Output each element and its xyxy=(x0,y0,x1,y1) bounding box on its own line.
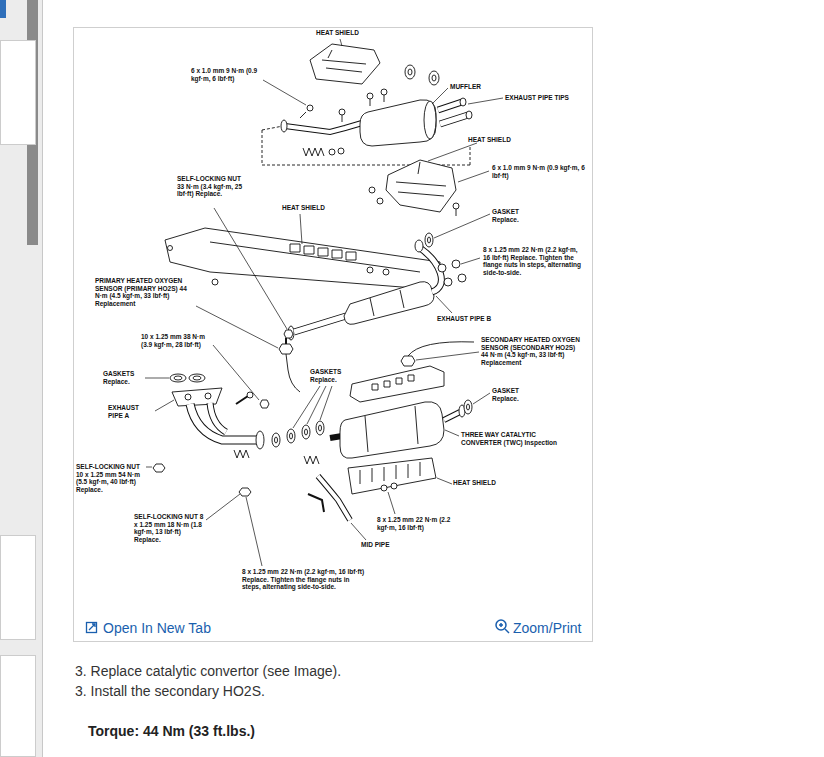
part-name: GASKETS Replace. xyxy=(103,370,143,385)
sidebar-tab xyxy=(0,0,6,18)
torque-note: Torque: 44 Nm (33 ft.lbs.) xyxy=(88,723,255,740)
side-panel xyxy=(1,536,36,640)
torque-spec: SELF-LOCKING NUT 10 x 1.25 mm 54 N·m (5.… xyxy=(76,463,144,493)
side-panel xyxy=(1,656,36,757)
instruction-step: 3. Replace catalytic convertor (see Imag… xyxy=(75,663,341,680)
part-name: PRIMARY HEATED OXYGEN SENSOR (PRIMARY HO… xyxy=(95,277,195,307)
part-name: HEAT SHIELD xyxy=(282,204,325,212)
link-button: Open In New Tab xyxy=(103,620,211,636)
open-tab-icon xyxy=(87,623,97,633)
zoom-icon xyxy=(496,620,509,633)
torque-spec: 6 x 1.0 mm 9 N·m (0.9 kgf·m, 6 lbf·ft) xyxy=(492,164,590,179)
part-name: HEAT SHIELD xyxy=(453,479,496,487)
part-name: THREE WAY CATALYTIC CONVERTER (TWC) Insp… xyxy=(461,431,561,446)
link-button: Zoom/Print xyxy=(513,620,581,636)
torque-spec: 8 x 1.25 mm 22 N·m (2.2 kgf·m, 16 lbf·ft… xyxy=(242,568,367,591)
part-name: EXHAUST PIPE A xyxy=(108,404,153,419)
part-name: GASKET Replace. xyxy=(492,208,528,223)
torque-spec: 8 x 1.25 mm 22 N·m (2.2 kgf·m, 16 lbf·ft… xyxy=(483,246,585,276)
part-name: HEAT SHIELD xyxy=(316,29,359,37)
torque-spec: SELF-LOCKING NUT 33 N·m (3.4 kgf·m, 25 l… xyxy=(177,175,243,198)
sidebar xyxy=(0,0,42,757)
part-name: MUFFLER xyxy=(450,83,481,91)
torque-spec: 10 x 1.25 mm 38 N·m (3.9 kgf·m, 28 lbf·f… xyxy=(141,333,211,348)
part-name: MID PIPE xyxy=(361,541,390,549)
side-panel xyxy=(1,41,36,145)
part-name: GASKET Replace. xyxy=(492,387,528,402)
parts xyxy=(153,44,474,520)
image-frame xyxy=(74,28,593,642)
divider xyxy=(42,0,43,757)
part-name: EXHAUST PIPE B xyxy=(437,315,491,323)
part-name: EXHAUST PIPE TIPS xyxy=(505,94,569,102)
torque-spec: SELF-LOCKING NUT 8 x 1.25 mm 18 N·m (1.8… xyxy=(134,513,204,543)
part-name: GASKETS Replace. xyxy=(310,368,348,383)
part-name: SECONDARY HEATED OXYGEN SENSOR (SECONDAR… xyxy=(481,336,581,366)
torque-spec: 8 x 1.25 mm 22 N·m (2.2 kgf·m, 16 lbf·ft… xyxy=(377,516,453,531)
part-name: HEAT SHIELD xyxy=(468,136,511,144)
leader-lines xyxy=(145,39,503,566)
torque-spec: 6 x 1.0 mm 9 N·m (0.9 kgf·m, 6 lbf·ft) xyxy=(191,67,263,82)
instruction-step: 3. Install the secondary HO2S. xyxy=(75,683,265,700)
